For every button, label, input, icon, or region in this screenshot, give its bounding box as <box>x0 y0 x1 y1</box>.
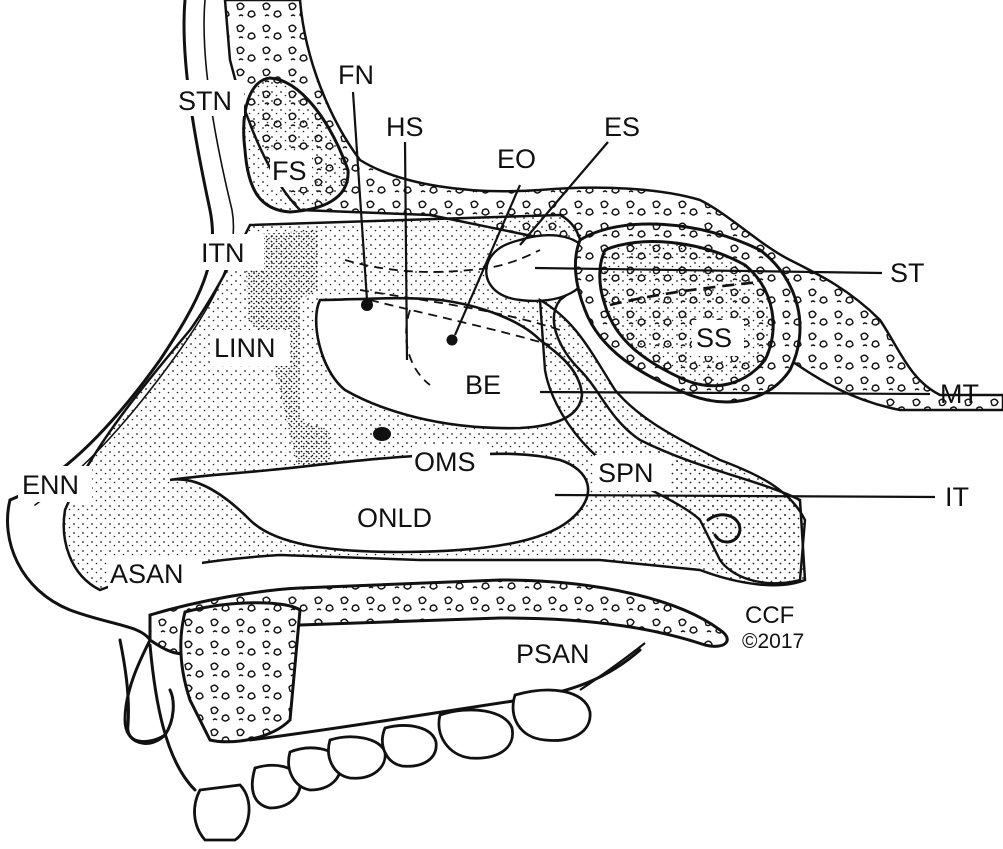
label-ss: SS <box>696 323 732 353</box>
label-asan: ASAN <box>110 559 184 589</box>
teeth-row <box>193 688 592 842</box>
ethmoid-cells-dashed-2 <box>359 289 561 331</box>
tooth <box>437 708 514 760</box>
ethmoid-ostium-dot <box>446 334 458 346</box>
label-spn: SPN <box>598 458 654 488</box>
frontal-ostium-dot <box>361 299 373 311</box>
label-stn: STN <box>178 86 232 116</box>
leader-mt <box>539 390 931 396</box>
tooth <box>327 735 387 780</box>
maxillary-ostium-dot <box>373 427 391 441</box>
leader-eo <box>453 184 522 336</box>
label-be: BE <box>465 370 501 400</box>
enn-label-bg <box>18 466 92 502</box>
label-hs: HS <box>386 112 424 142</box>
label-st: ST <box>890 258 925 288</box>
tooth <box>250 763 302 810</box>
oms-label-bg <box>412 444 490 480</box>
spn-label-bg <box>595 455 669 491</box>
palate-roof-line <box>148 643 197 792</box>
label-it: IT <box>945 482 969 512</box>
eustachian-curl <box>706 513 742 544</box>
tooth <box>381 724 438 768</box>
credit-org: CCF <box>745 602 794 629</box>
tooth <box>287 746 342 792</box>
hiatus-dashed <box>405 309 431 386</box>
tooth <box>193 783 251 842</box>
credit-year: ©2017 <box>742 630 804 653</box>
be-label-bg <box>463 368 515 402</box>
itn-label-bg <box>198 234 264 270</box>
tooth <box>511 688 592 742</box>
frontal-sinus <box>242 76 350 214</box>
label-enn: ENN <box>22 470 79 500</box>
vestibule-hook <box>118 638 167 744</box>
leader-es <box>519 141 609 246</box>
onld-label-bg <box>355 500 451 536</box>
ss-label-bg <box>692 320 744 356</box>
posterior-nasopharynx <box>538 297 807 585</box>
label-onld: ONLD <box>357 503 432 533</box>
leader-hs <box>403 141 409 361</box>
maxilla-bone <box>179 601 302 744</box>
linn-label-bg <box>212 330 290 366</box>
fs-label-bg <box>270 153 312 187</box>
label-itn: ITN <box>201 238 245 268</box>
asan-label-bg <box>108 556 202 592</box>
label-oms: OMS <box>414 447 476 477</box>
sphenoid-dashed <box>609 280 761 307</box>
label-mt: MT <box>940 379 979 409</box>
label-es: ES <box>604 112 640 142</box>
label-fn: FN <box>338 60 374 90</box>
label-fs: FS <box>272 156 307 186</box>
label-linn: LINN <box>214 333 276 363</box>
label-eo: EO <box>497 144 536 174</box>
label-psan: PSAN <box>516 639 590 669</box>
leader-st <box>534 266 883 275</box>
stn-label-bg <box>176 80 244 116</box>
leader-it <box>554 493 936 499</box>
ethmoid-cells-dashed-3 <box>369 299 551 346</box>
leader-psan <box>579 642 646 691</box>
leader-fn <box>351 91 369 301</box>
ethmoid-cells-dashed <box>344 249 541 273</box>
